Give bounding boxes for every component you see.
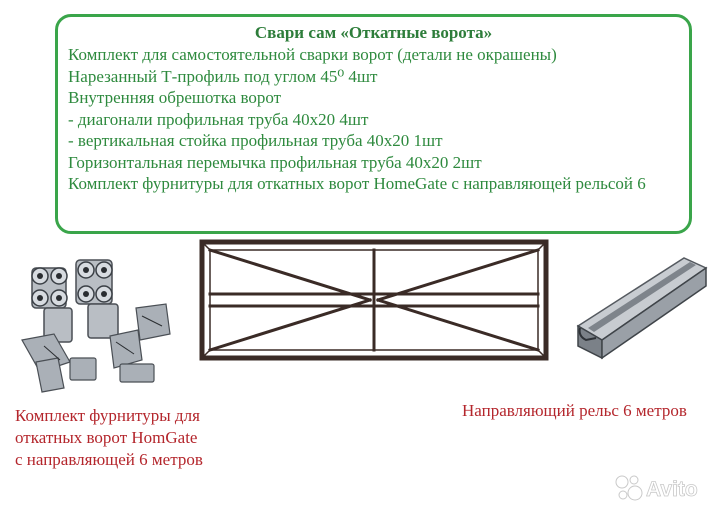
hardware-caption-line: откатных ворот HomGate bbox=[15, 428, 198, 447]
hardware-kit-image bbox=[21, 259, 171, 393]
info-line: - вертикальная стойка профильная труба 4… bbox=[68, 131, 443, 150]
hardware-caption: Комплект фурнитуры для откатных ворот Ho… bbox=[15, 405, 275, 471]
avito-logo-icon: Avito bbox=[615, 475, 698, 501]
svg-text:Avito: Avito bbox=[646, 478, 698, 501]
hardware-caption-line: с направляющей 6 метров bbox=[15, 450, 203, 469]
hardware-caption-line: Комплект фурнитуры для bbox=[15, 406, 200, 425]
info-line: Комплект для самостоятельной сварки воро… bbox=[68, 45, 557, 64]
guide-rail-image bbox=[576, 257, 708, 360]
info-box: Свари сам «Откатные ворота» Комплект для… bbox=[55, 14, 692, 234]
info-line: Горизонтальная перемычка профильная труб… bbox=[68, 152, 482, 172]
gate-frame-diagram bbox=[199, 239, 549, 361]
info-line: Внутренняя обрешотка ворот bbox=[68, 88, 282, 107]
rail-caption: Направляющий рельс 6 метров bbox=[462, 401, 687, 420]
info-line: - диагонали профильная труба 40х20 4шт bbox=[68, 109, 369, 129]
info-line: Нарезанный Т-профиль под углом 45⁰ 4шт bbox=[68, 66, 378, 86]
info-title: Свари сам «Откатные ворота» bbox=[254, 23, 493, 42]
info-line: Комплект фурнитуры для откатных ворот Ho… bbox=[68, 174, 646, 193]
